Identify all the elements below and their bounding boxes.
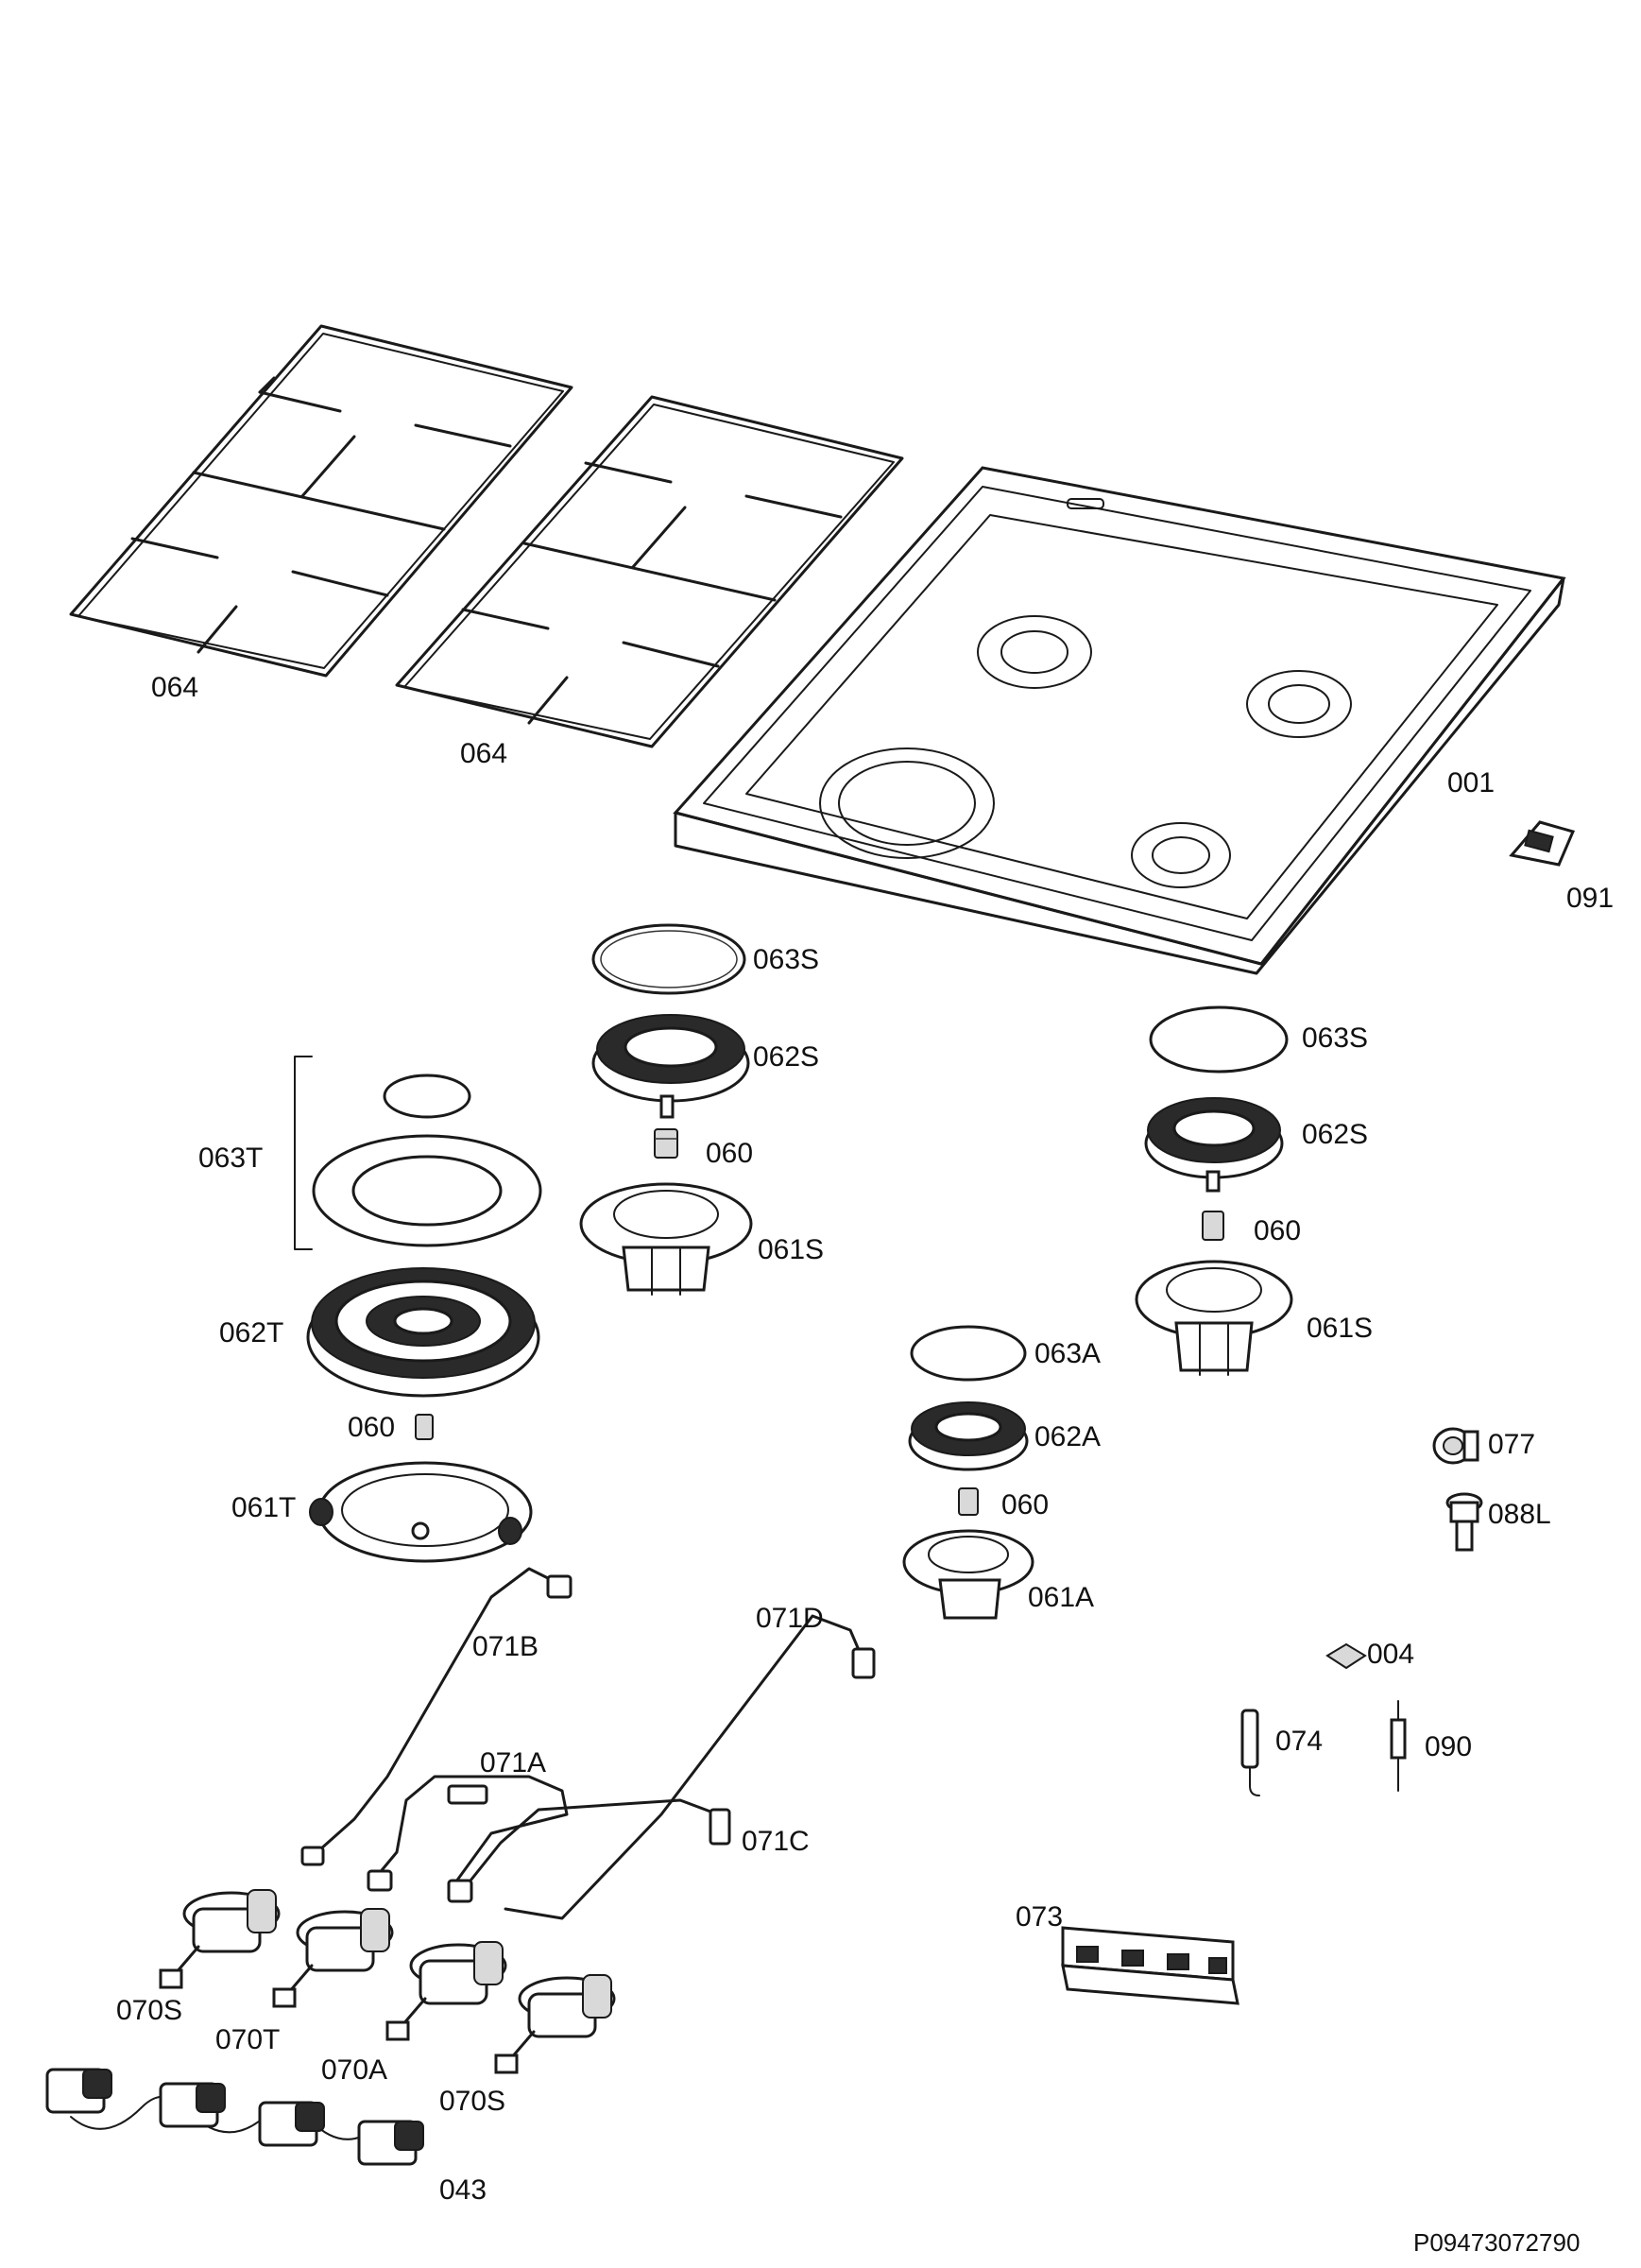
label-064-left: 064 xyxy=(151,672,198,703)
label-070t: 070T xyxy=(215,2024,280,2055)
label-070a: 070A xyxy=(321,2054,387,2086)
gas-tap-070s-right xyxy=(494,1974,616,2074)
label-088l: 088L xyxy=(1488,1499,1551,1530)
injector-060-triple xyxy=(415,1414,434,1440)
burner-crown-062a xyxy=(908,1401,1029,1471)
group-bracket-063t xyxy=(294,1056,313,1250)
label-061t: 061T xyxy=(231,1492,296,1523)
burner-base-061t xyxy=(309,1461,533,1563)
burner-crown-062s-lower xyxy=(1144,1097,1284,1193)
burner-cap-063s-lower xyxy=(1149,1005,1289,1074)
label-074: 074 xyxy=(1275,1726,1323,1757)
label-071b: 071B xyxy=(472,1631,538,1662)
hob-top-001 xyxy=(673,466,1566,975)
gas-tap-070s-left xyxy=(159,1889,281,1989)
burner-cap-063t-inner xyxy=(383,1074,471,1119)
label-063t: 063T xyxy=(198,1143,263,1174)
label-071d: 071D xyxy=(756,1603,824,1634)
clip-004 xyxy=(1325,1642,1367,1670)
label-061a: 061A xyxy=(1028,1582,1094,1613)
injector-060-aux xyxy=(958,1487,979,1516)
thermocouple-090 xyxy=(1390,1700,1407,1792)
gas-pipe-071d xyxy=(504,1614,876,1920)
label-061s-lower: 061S xyxy=(1307,1313,1373,1344)
label-062t: 062T xyxy=(219,1317,283,1349)
injector-060-upper xyxy=(654,1128,678,1159)
label-071a: 071A xyxy=(480,1747,546,1778)
label-043: 043 xyxy=(439,2174,487,2206)
microswitch-harness-043 xyxy=(45,2068,424,2166)
gas-pipe-071b xyxy=(300,1567,573,1866)
burner-cap-063a xyxy=(910,1325,1027,1382)
label-070s-left: 070S xyxy=(116,1995,182,2026)
injector-060-right xyxy=(1202,1211,1224,1241)
label-064-right: 064 xyxy=(460,738,507,769)
label-060-triple: 060 xyxy=(348,1412,395,1443)
label-063a: 063A xyxy=(1034,1338,1101,1369)
burner-crown-062s-upper xyxy=(591,1014,750,1119)
label-063s-upper: 063S xyxy=(753,944,819,975)
label-070s-right: 070S xyxy=(439,2086,505,2117)
label-077: 077 xyxy=(1488,1429,1535,1460)
gas-tap-070a xyxy=(385,1941,507,2041)
label-091: 091 xyxy=(1566,883,1614,914)
bracket-091 xyxy=(1509,820,1576,867)
pan-support-064-right xyxy=(395,395,904,748)
label-060-right: 060 xyxy=(1254,1215,1301,1246)
drawing-reference-number: P09473072790 xyxy=(1413,2228,1580,2257)
label-061s-upper: 061S xyxy=(758,1234,824,1265)
label-062a: 062A xyxy=(1034,1421,1101,1452)
gas-pipe-071c xyxy=(447,1798,731,1903)
label-090: 090 xyxy=(1425,1731,1472,1762)
ignition-switch-block-073 xyxy=(1061,1926,1239,2005)
gas-pipe-071a xyxy=(367,1775,569,1901)
gas-tap-070t xyxy=(272,1908,394,2008)
label-004: 004 xyxy=(1367,1639,1414,1670)
label-062s-upper: 062S xyxy=(753,1041,819,1073)
elbow-fitting-077 xyxy=(1432,1427,1479,1465)
pan-support-064-left xyxy=(69,324,573,678)
burner-base-061a xyxy=(902,1529,1034,1620)
label-060-upper: 060 xyxy=(706,1138,753,1169)
label-063s-lower: 063S xyxy=(1302,1022,1368,1054)
label-073: 073 xyxy=(1016,1901,1063,1933)
burner-crown-062t xyxy=(306,1267,540,1398)
label-071c: 071C xyxy=(742,1826,810,1857)
label-001: 001 xyxy=(1447,767,1495,799)
gas-inlet-088l xyxy=(1445,1492,1483,1552)
burner-base-061s-lower xyxy=(1135,1260,1293,1376)
label-060-aux: 060 xyxy=(1001,1489,1049,1521)
burner-ring-063t-outer xyxy=(312,1134,542,1247)
ignition-electrode-074 xyxy=(1240,1709,1260,1796)
burner-cap-063s-upper xyxy=(591,923,746,995)
label-062s-lower: 062S xyxy=(1302,1119,1368,1150)
burner-base-061s-upper xyxy=(579,1182,753,1296)
